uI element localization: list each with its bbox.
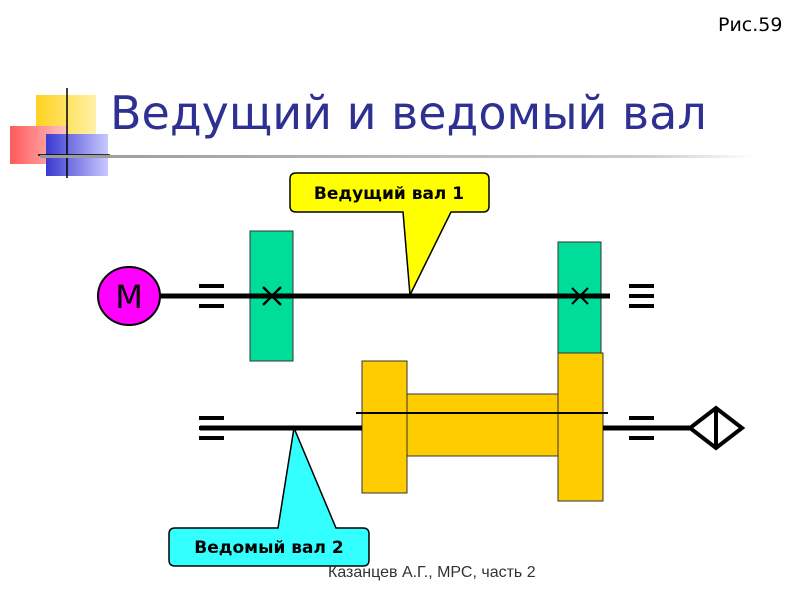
bearing-driven-left [199,416,224,440]
bearing-driving-left [199,284,224,308]
gear-right-yellow [557,352,604,502]
cross-mark-left [262,286,282,306]
bearing-driving-right [629,284,654,308]
slide-title: Ведущий и ведомый вал [110,86,707,140]
callout-driven-shaft: Ведомый вал 2 [168,425,370,567]
title-divider [40,155,755,158]
bearing-driven-right [629,416,654,440]
callout-driving-shaft: Ведущий вал 1 [289,172,490,298]
motor-circle [97,266,161,326]
output-coupling-diamond [686,405,746,451]
title-decoration [10,88,110,178]
slide-footer: Казанцев А.Г., МРС, часть 2 [328,564,536,581]
callout-driving-label: Ведущий вал 1 [314,184,464,204]
cross-mark-right [571,287,589,305]
motor: М [97,266,161,326]
figure-label: Рис.59 [718,14,783,36]
hub-yellow [406,393,559,457]
callout-driven-label: Ведомый вал 2 [194,538,343,558]
gear-left-yellow [361,360,408,494]
motor-label: М [115,278,143,316]
